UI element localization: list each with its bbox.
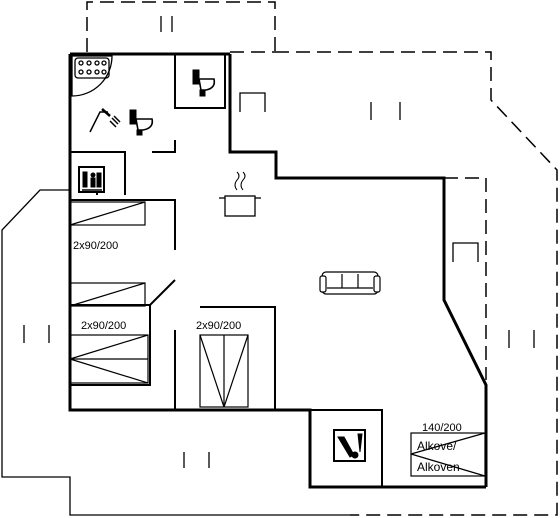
terrace-top — [86, 1, 276, 52]
wall-bed1 — [70, 199, 176, 306]
shower-icon — [89, 108, 121, 133]
beds — [69, 201, 486, 477]
wall-toilet-left — [174, 54, 226, 109]
toilet-icon — [192, 69, 216, 97]
toilet-icon-2 — [129, 109, 154, 136]
door-symbol-right — [452, 242, 479, 262]
terrace-outlines — [86, 1, 558, 516]
bed-1-top — [69, 201, 146, 226]
windows — [23, 16, 535, 468]
bed-1-bottom — [69, 282, 146, 307]
cooking-pot-icon — [219, 171, 261, 217]
jacuzzi-icon — [71, 55, 113, 97]
door-symbol-top — [239, 92, 266, 112]
site-lines — [1, 189, 350, 516]
wall-bed2 — [70, 305, 176, 410]
alcove-bed — [410, 432, 486, 477]
wall-bath-right — [152, 140, 176, 153]
sauna-icon — [78, 166, 105, 193]
site-left-line — [1, 189, 350, 516]
terrace-inner-right — [444, 177, 487, 380]
sofa-icon — [319, 271, 381, 295]
wall-utility — [310, 409, 383, 487]
door-symbols — [239, 92, 479, 262]
terrace-right — [275, 51, 558, 516]
washing-machine-icon — [333, 429, 366, 462]
wall-bed3 — [200, 306, 276, 410]
wall-bath-bottom — [70, 151, 126, 195]
